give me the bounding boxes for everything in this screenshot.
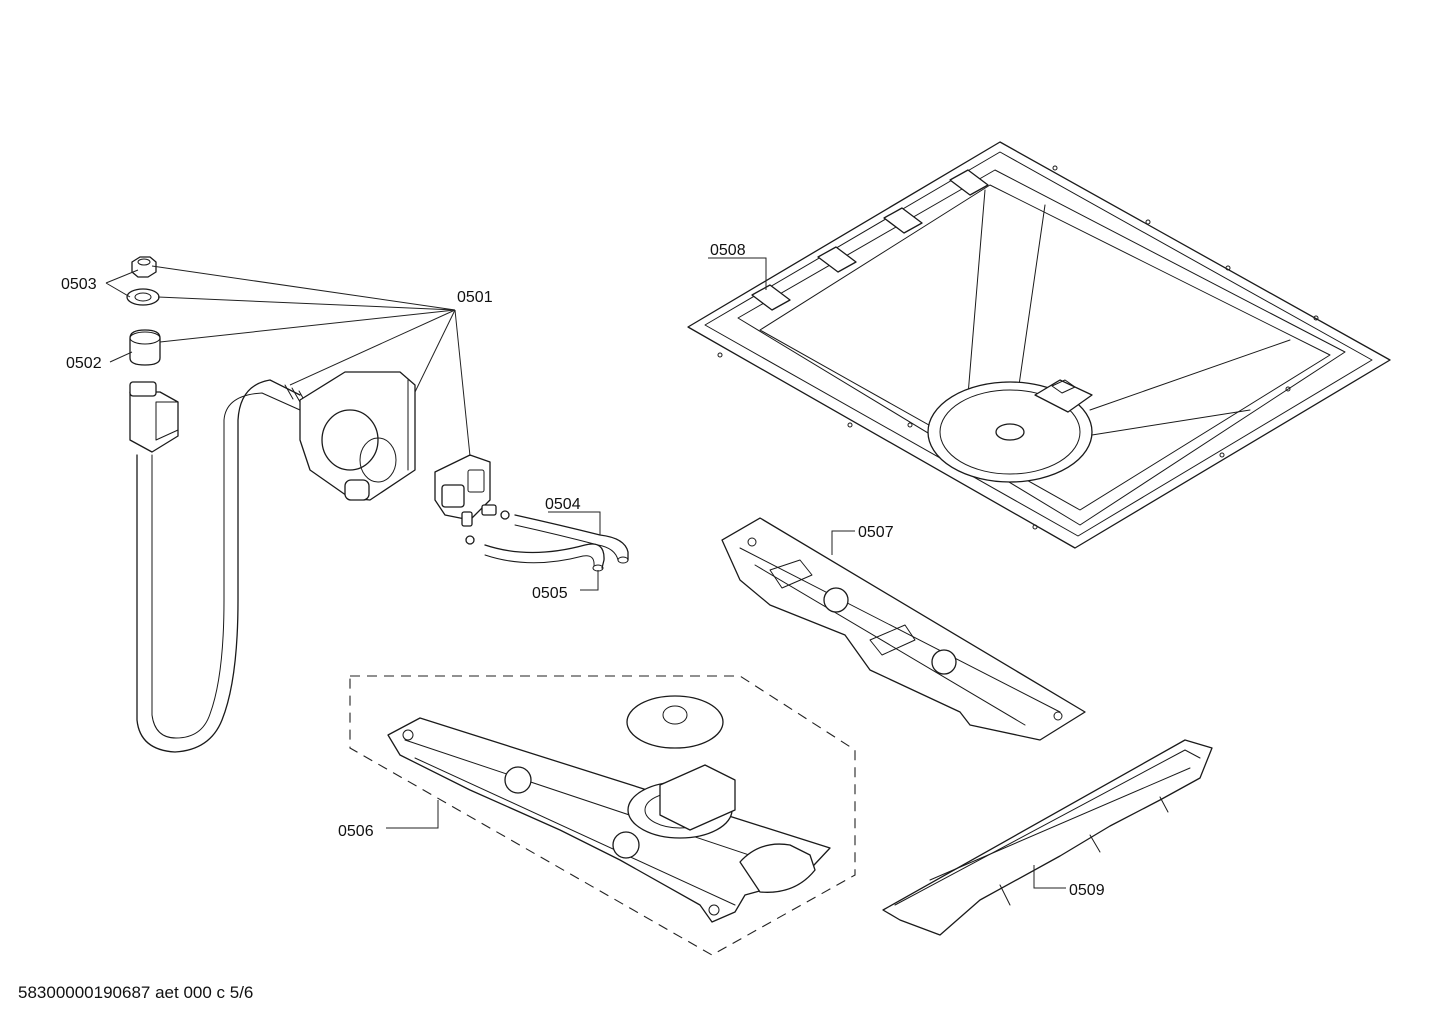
part-0508-base-tray[interactable] bbox=[687, 141, 1391, 549]
label-0506: 0506 bbox=[338, 823, 374, 840]
label-0509: 0509 bbox=[1069, 882, 1105, 899]
label-0508: 0508 bbox=[710, 242, 746, 259]
part-0506-group[interactable] bbox=[349, 675, 856, 956]
part-0507-channel[interactable] bbox=[721, 517, 1086, 741]
drawing-reference: 58300000190687 aet 000 c 5/6 bbox=[18, 983, 253, 1002]
part-0509-rail[interactable] bbox=[882, 739, 1213, 936]
part-0505-hose[interactable] bbox=[484, 543, 605, 572]
label-0502: 0502 bbox=[66, 355, 102, 372]
label-0507: 0507 bbox=[858, 524, 894, 541]
part-0501-inlet-assembly[interactable] bbox=[129, 371, 510, 753]
part-0502-cap[interactable] bbox=[129, 329, 161, 366]
label-0503: 0503 bbox=[61, 276, 97, 293]
label-0504: 0504 bbox=[545, 496, 581, 513]
part-0503-nut-washer[interactable] bbox=[126, 256, 160, 306]
leader-lines bbox=[105, 257, 1066, 889]
label-0501: 0501 bbox=[457, 289, 493, 306]
label-0505: 0505 bbox=[532, 585, 568, 602]
